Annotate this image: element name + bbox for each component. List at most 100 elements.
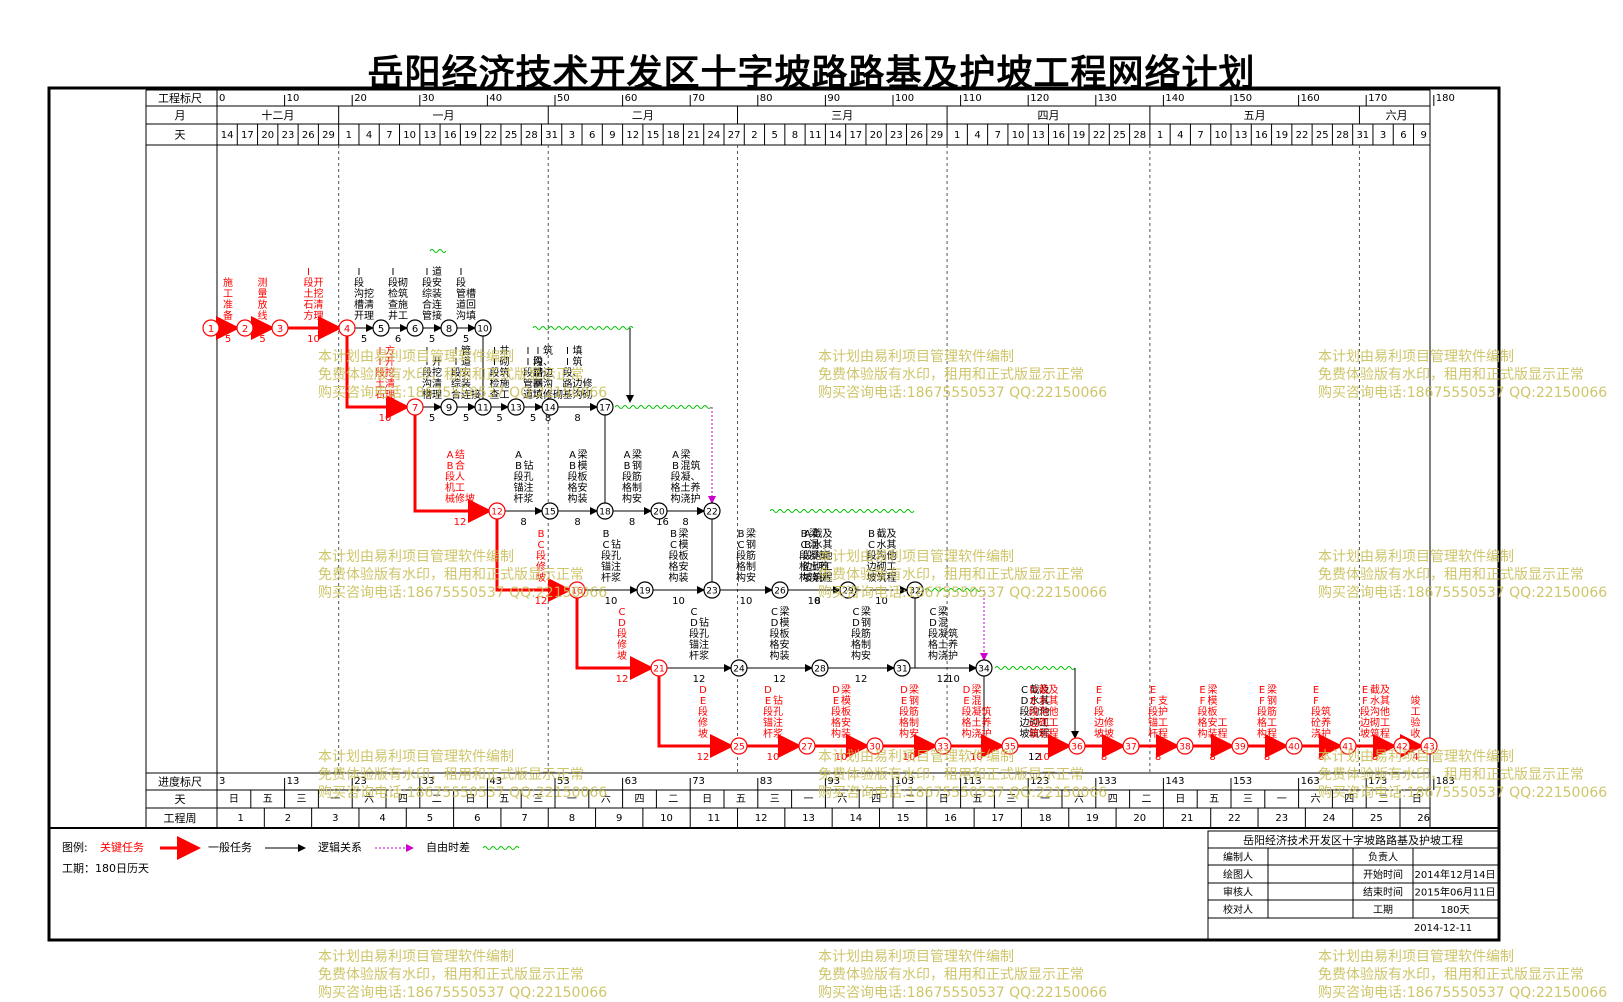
week-label: 23	[1275, 813, 1288, 824]
task-name-char: 梁	[938, 605, 948, 618]
scale-tick-label: 0	[219, 93, 225, 104]
task-name-char: 备	[223, 309, 233, 322]
task-name-char: 段	[563, 366, 573, 379]
task-name-char: 浆	[699, 649, 709, 662]
task-name-char: 浆	[773, 727, 783, 740]
task-name-char: E	[1096, 685, 1102, 696]
task-duration: 12	[937, 674, 950, 685]
task-name-char: 锚	[601, 561, 611, 573]
task-name-char: 截	[813, 527, 823, 540]
task-name-char: 构	[770, 649, 780, 662]
task-name-char: 浇	[1311, 727, 1321, 740]
task-name-char: 填	[533, 388, 543, 401]
task-duration: 8	[574, 413, 580, 424]
task-name-char: 段	[445, 470, 455, 483]
task-duration: 12	[773, 674, 786, 685]
task-name-char: 清	[385, 377, 395, 390]
progress-tick-label: 113	[963, 776, 982, 787]
network-node	[1001, 737, 1019, 755]
day-label: 1	[1157, 130, 1163, 141]
task-name-char: 挖	[364, 287, 374, 300]
scale-tick-label: 60	[625, 93, 638, 104]
task-name-char: 注	[524, 481, 534, 494]
progress-tick-label: 163	[1301, 776, 1320, 787]
task-name-char: 装	[841, 727, 851, 740]
weekday-label: 一	[567, 794, 577, 805]
network-node	[541, 398, 559, 416]
node-number: 24	[733, 665, 745, 675]
task-name-char: A	[569, 450, 576, 461]
task-name-char: E	[1259, 685, 1265, 696]
month-label: 四月	[1037, 109, 1059, 122]
task-name-char: 砌	[1030, 717, 1040, 729]
task-duration: 5	[429, 413, 435, 424]
task-name-char: 凝	[681, 471, 691, 483]
task-name-char: B	[603, 529, 610, 540]
task-name-char: 路	[533, 366, 543, 379]
task-name-char: 竣	[1411, 694, 1421, 707]
node-number: 11	[477, 404, 488, 414]
task-name-char: B	[672, 461, 679, 472]
task-duration: 5	[429, 334, 435, 345]
task-name-char: 截	[1039, 683, 1049, 696]
task-duration: 10	[1037, 752, 1050, 763]
scale-tick-label: 90	[827, 93, 840, 104]
task-name-char: I	[455, 357, 458, 368]
task-name-char: 挖	[432, 366, 442, 379]
weekday-label: 一	[330, 794, 340, 805]
day-label: 7	[386, 130, 392, 141]
scale-tick-label: 130	[1098, 93, 1117, 104]
task-name-char: 道	[456, 298, 466, 311]
task-name-char: 段	[568, 470, 578, 483]
task-name-char: 砼	[1311, 716, 1321, 729]
node-number: 40	[1288, 743, 1300, 753]
header-row-label: 工程标尺	[158, 91, 202, 105]
task-name-char: 构	[622, 492, 632, 505]
task-duration: 5	[225, 334, 231, 345]
task-name-char: 制	[909, 716, 919, 729]
task-name-char: 段	[622, 470, 632, 483]
task-name-char: 构	[669, 571, 679, 584]
header-row-label: 月	[175, 109, 186, 122]
task-name-char: B	[801, 529, 808, 540]
task-name-char: 清	[364, 298, 374, 311]
task-name-char: 清	[432, 377, 442, 390]
task-name-char: I	[527, 357, 530, 368]
task-name-char: 段	[1094, 705, 1104, 718]
info-box	[1207, 830, 1499, 940]
task-duration: 8	[682, 517, 688, 528]
task-name-char: 筑	[691, 459, 701, 472]
task-name-char: 他	[1380, 705, 1390, 718]
task-name-char: 杆	[763, 728, 773, 740]
task-name-char: C	[738, 540, 745, 551]
day-label: 6	[589, 130, 595, 141]
week-label: 20	[1133, 813, 1146, 824]
task-name-char: 验	[1411, 716, 1421, 729]
task-name-char: 边	[803, 561, 813, 573]
scale-tick-label: 30	[422, 93, 435, 104]
free-float-wave	[769, 509, 915, 513]
task-name-char: 工	[1040, 718, 1050, 729]
task-duration: 10	[808, 596, 821, 607]
node-number: 27	[801, 743, 812, 753]
task-name-char: 工	[1049, 718, 1059, 729]
task-name-char: 回	[533, 378, 543, 390]
task-name-char: D	[1030, 685, 1038, 696]
outer-frame	[47, 86, 1501, 942]
day-label: 23	[282, 130, 295, 141]
node-number: 25	[733, 743, 744, 753]
weekday-label: 五	[736, 794, 746, 805]
task-name-char: C	[619, 607, 626, 618]
day-label: 18	[667, 130, 680, 141]
week-label: 13	[802, 813, 815, 824]
node-number: 26	[774, 587, 786, 597]
task-name-char: D	[771, 618, 779, 629]
task-name-char: 段	[1360, 705, 1370, 718]
task-name-char: I	[358, 267, 361, 278]
network-node	[811, 659, 829, 677]
weekday-label: 日	[466, 794, 476, 805]
task-name-char: 理	[385, 389, 395, 401]
task-name-char: 土	[681, 481, 691, 494]
task-name-char: 坡	[1360, 727, 1370, 740]
day-label: 19	[464, 130, 477, 141]
